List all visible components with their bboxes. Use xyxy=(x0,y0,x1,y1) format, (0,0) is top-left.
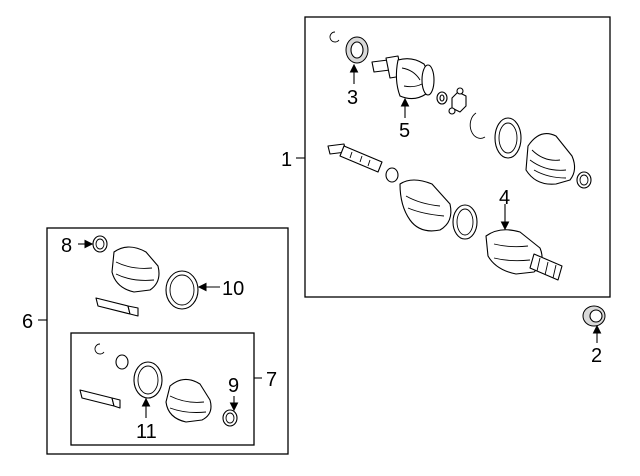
kit-inner-boot-part xyxy=(165,378,212,423)
inner-seal-part xyxy=(345,36,369,64)
kit-boot-part xyxy=(111,246,160,293)
tripod-part xyxy=(436,87,467,115)
callout-11: 11 xyxy=(136,421,157,443)
callout-8: 8 xyxy=(61,235,72,257)
callout-5: 5 xyxy=(399,120,410,142)
outer-boot-part xyxy=(399,179,452,232)
callout-1: 1 xyxy=(281,149,292,171)
grease-tube-part xyxy=(95,297,139,317)
callout-2: 2 xyxy=(591,345,602,367)
snap-ring-icon xyxy=(329,31,340,43)
callout-10: 10 xyxy=(222,278,244,300)
inner-boot-part xyxy=(525,133,576,185)
kit-band-part xyxy=(165,270,199,310)
shaft-ring-part xyxy=(385,167,399,183)
small-seal-part xyxy=(115,354,129,370)
axle-assembly-box xyxy=(304,16,611,298)
callout-7: 7 xyxy=(266,369,277,391)
snap-ring-icon-small xyxy=(94,343,105,355)
callout-6: 6 xyxy=(22,311,33,333)
circlip-icon xyxy=(469,112,486,139)
boot-kit-box xyxy=(46,227,289,455)
outer-cv-joint-part xyxy=(485,229,563,281)
callout-3: 3 xyxy=(347,87,358,109)
axle-shaft-part xyxy=(327,143,383,173)
inner-joint-housing-part xyxy=(371,55,435,100)
callout-4: 4 xyxy=(499,187,510,209)
kit-clamp-part xyxy=(222,409,238,427)
inner-boot-kit-box xyxy=(70,332,255,446)
small-band-part xyxy=(576,171,592,189)
callout-9: 9 xyxy=(228,375,239,397)
kit-grease-tube-part xyxy=(79,389,121,409)
leader-lines xyxy=(38,63,602,418)
small-clamp-part xyxy=(92,235,108,253)
hub-nut-part xyxy=(582,305,606,327)
